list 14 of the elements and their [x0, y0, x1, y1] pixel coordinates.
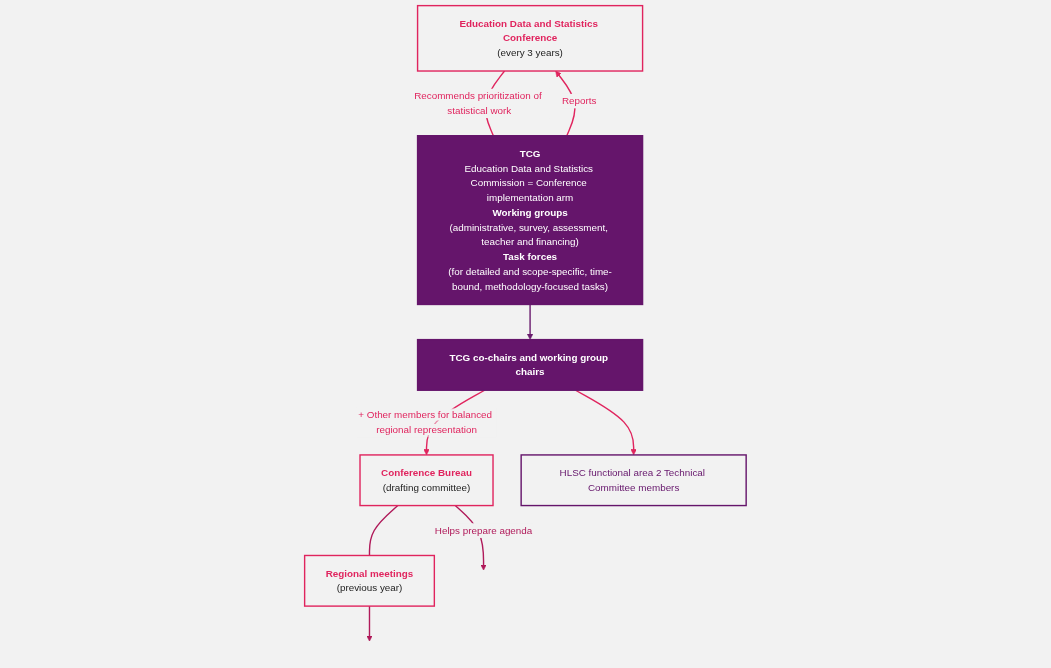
connector: [368, 504, 399, 557]
node-box: Conference Bureau (drafting committee): [359, 454, 494, 507]
node-box: HLSC functional area 2 Technical Committee members: [520, 454, 747, 507]
edge-label: Reports: [561, 95, 597, 107]
node-box: TCG co-chairs and working group chairs: [417, 338, 644, 391]
arrow: [366, 605, 373, 642]
edge-label: + Other members for balanced regional representation: [358, 409, 493, 436]
edge-label: Recommends prioritization of statistical work: [414, 90, 542, 117]
node-box: Regional meetings (previous year): [304, 554, 436, 607]
node-box: TCG Education Data and Statistics Commission = Conference implementation arm Working groups (administrative, survey, assessment, teacher and financing) Task forces (for detailed and scope-specific, time-bound, methodology-focused tasks): [417, 135, 644, 306]
edge-label: Helps prepare agenda: [434, 524, 533, 536]
node-box: Education Data and Statistics Conference (every 3 years): [417, 4, 644, 72]
arrow: [527, 303, 534, 340]
arrow: [574, 389, 637, 456]
